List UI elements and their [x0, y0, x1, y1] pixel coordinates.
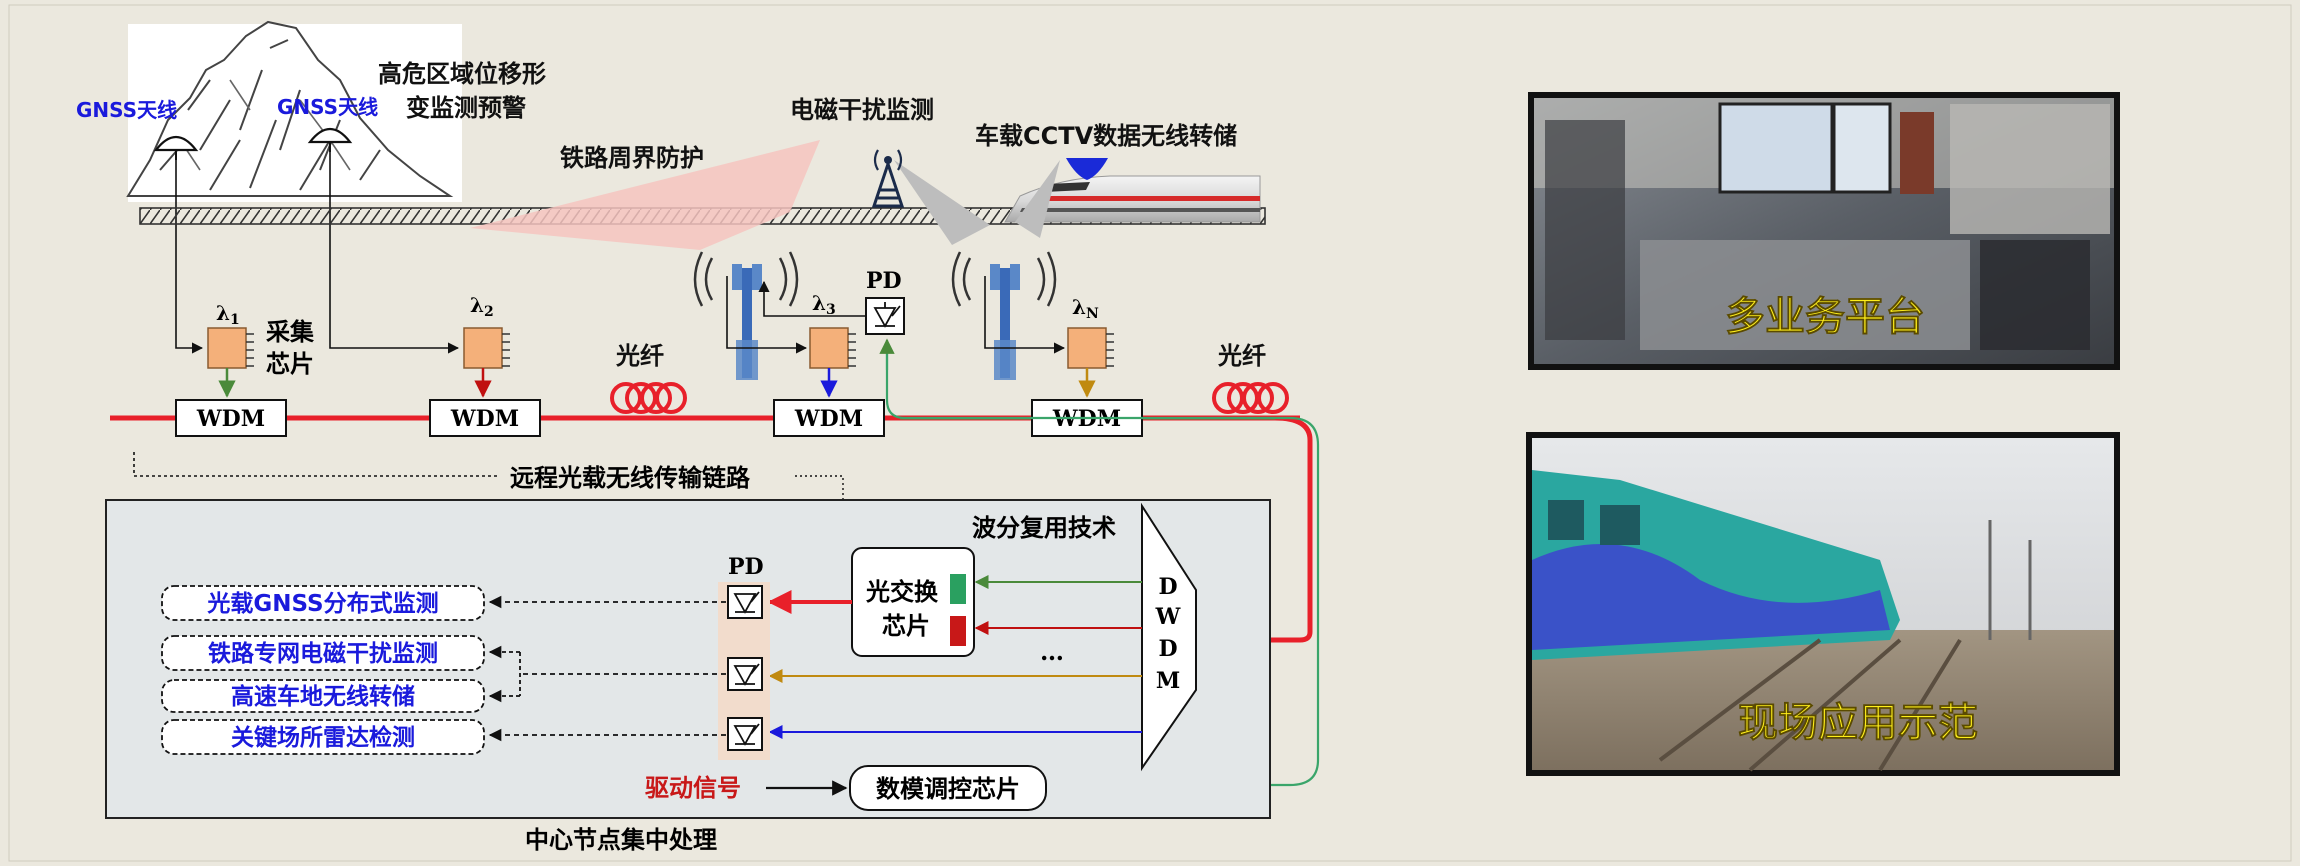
- central-processing-label: 中心节点集中处理: [525, 826, 717, 854]
- wdm-node-3: WDM: [773, 399, 885, 437]
- drive-signal-label: 驱动信号: [645, 774, 741, 802]
- svg-text:光载GNSS分布式监测: 光载GNSS分布式监测: [206, 590, 438, 617]
- wdm-node-1: WDM: [175, 399, 287, 437]
- remote-link-dotted: [133, 452, 500, 477]
- svg-text:D: D: [1158, 636, 1177, 662]
- svg-text:芯片: 芯片: [882, 612, 930, 640]
- fiber-coil-left: [610, 382, 687, 414]
- gnss-antenna-2-label: GNSS天线: [277, 95, 378, 119]
- base-station-antenna-2: [951, 251, 1066, 380]
- pd-detector-1: [727, 585, 763, 619]
- fiber-label-left: 光纤: [615, 342, 664, 370]
- pd-to-antenna-arrow: [758, 280, 866, 317]
- svg-text:D: D: [1158, 574, 1177, 600]
- ellipsis-label: …: [1040, 637, 1064, 666]
- svg-text:数模调控芯片: 数模调控芯片: [876, 775, 1020, 803]
- service-wireless-dump: 高速车地无线转储: [161, 679, 485, 713]
- landslide-monitoring-label-2: 变监测预警: [406, 94, 526, 122]
- fiber-label-right: 光纤: [1217, 342, 1266, 370]
- mountain-illustration: [126, 20, 462, 202]
- perimeter-protection-label: 铁路周界防护: [560, 144, 704, 172]
- svg-text:关键场所雷达检测: 关键场所雷达检测: [231, 724, 415, 751]
- dwdm-module: D W D M: [1141, 502, 1197, 772]
- lambda-1-label: λ1: [216, 301, 240, 328]
- service-radar-detection: 关键场所雷达检测: [161, 719, 485, 755]
- em-monitoring-label: 电磁干扰监测: [790, 96, 934, 124]
- em-beam-left: [894, 160, 990, 245]
- svg-text:WDM: WDM: [196, 406, 265, 432]
- cctv-antenna-icon: [1066, 158, 1108, 180]
- wdm-tech-label: 波分复用技术: [972, 514, 1116, 542]
- green-control-line: [885, 346, 1320, 787]
- svg-text:M: M: [1156, 668, 1180, 694]
- acq-chip-3: [809, 327, 856, 398]
- lambda-3-label: λ3: [812, 291, 836, 318]
- fiber-coil-right: [1212, 382, 1289, 414]
- svg-text:WDM: WDM: [794, 406, 863, 432]
- acq-chip-4: [1067, 327, 1114, 398]
- svg-text:光交换: 光交换: [865, 578, 939, 606]
- svg-text:W: W: [1155, 604, 1181, 630]
- acq-chip-2: [463, 327, 510, 398]
- em-beam-right: [1015, 160, 1060, 238]
- svg-text:铁路专网电磁干扰监测: 铁路专网电磁干扰监测: [208, 640, 438, 667]
- pd-detector-2: [727, 657, 763, 691]
- em-tower-icon: [871, 149, 905, 208]
- svg-text:高速车地无线转储: 高速车地无线转储: [231, 683, 415, 710]
- svg-text:WDM: WDM: [450, 406, 519, 432]
- field-photo-caption: 现场应用示范: [1738, 700, 1978, 746]
- pd-detector-3: [727, 717, 763, 751]
- pd-bottom-label: PD: [728, 554, 764, 580]
- pd-top-icon: [865, 297, 905, 335]
- field-demo-photo: 现场应用示范: [1526, 432, 2120, 776]
- wdm-node-2: WDM: [429, 399, 541, 437]
- acq-chip-1: [207, 327, 254, 398]
- landslide-monitoring-label-1: 高危区域位移形: [378, 60, 546, 88]
- lambda-2-label: λ2: [470, 293, 494, 320]
- perimeter-radar-beam: [470, 140, 820, 250]
- pd-top-label: PD: [866, 268, 902, 294]
- service-gnss-monitoring: 光载GNSS分布式监测: [161, 585, 485, 621]
- platform-photo: 多业务平台: [1528, 92, 2120, 370]
- platform-photo-caption: 多业务平台: [1725, 294, 1925, 340]
- optical-switch-chip: 光交换 芯片: [851, 547, 975, 657]
- service-em-monitoring: 铁路专网电磁干扰监测: [161, 635, 485, 671]
- gnss-antenna-1-label: GNSS天线: [76, 98, 177, 122]
- onboard-cctv-label: 车载CCTV数据无线转储: [975, 122, 1237, 150]
- lambda-n-label: λN: [1072, 295, 1099, 322]
- gnss-antenna-1: [153, 135, 204, 354]
- base-station-antenna-1: [693, 251, 808, 380]
- fiber-down-right: [1225, 415, 1313, 655]
- acq-chip-label-2: 芯片: [266, 350, 314, 378]
- train-illustration: [1004, 175, 1261, 223]
- remote-link-label: 远程光载无线传输链路: [510, 464, 751, 492]
- acq-chip-label-1: 采集: [266, 318, 315, 346]
- dac-control-chip: 数模调控芯片: [849, 765, 1047, 811]
